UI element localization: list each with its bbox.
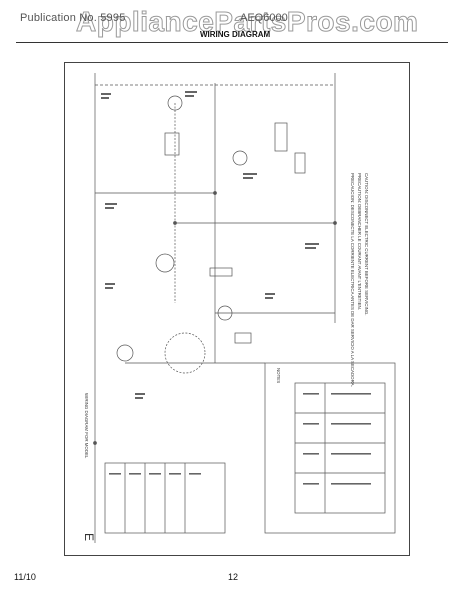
page-title: WIRING DIAGRAM — [200, 30, 271, 39]
wiring-diagram: CAUTION: DISCONNECT ELECTRIC CURRENT BEF… — [64, 62, 410, 556]
wiring-note: WIRING DIAGRAM FOR MODEL — [84, 393, 89, 459]
caution-line-1: CAUTION: DISCONNECT ELECTRIC CURRENT BEF… — [364, 173, 369, 315]
corner-mark: E — [82, 533, 96, 541]
page-number: 12 — [228, 572, 239, 582]
caution-line-2: PRECAUTION: DEBRANCHER LE COURANT AVANT … — [357, 173, 362, 310]
caution-line-3: PRECAUCION: DESCONECTE LA CORRIENTE ELEC… — [350, 173, 355, 387]
wiring-diagram-drawing: CAUTION: DISCONNECT ELECTRIC CURRENT BEF… — [82, 73, 396, 543]
watermark: AppliancePartsPros.com — [75, 6, 419, 38]
footer-date: 11/10 — [14, 572, 36, 582]
model-number: AEQ6000 — [240, 12, 288, 24]
header-rule — [16, 42, 448, 43]
notes-title: NOTES — [276, 368, 281, 383]
page-header: AppliancePartsPros.com Publication No. 5… — [16, 6, 448, 43]
publication-number: Publication No. 5995 — [20, 12, 126, 24]
